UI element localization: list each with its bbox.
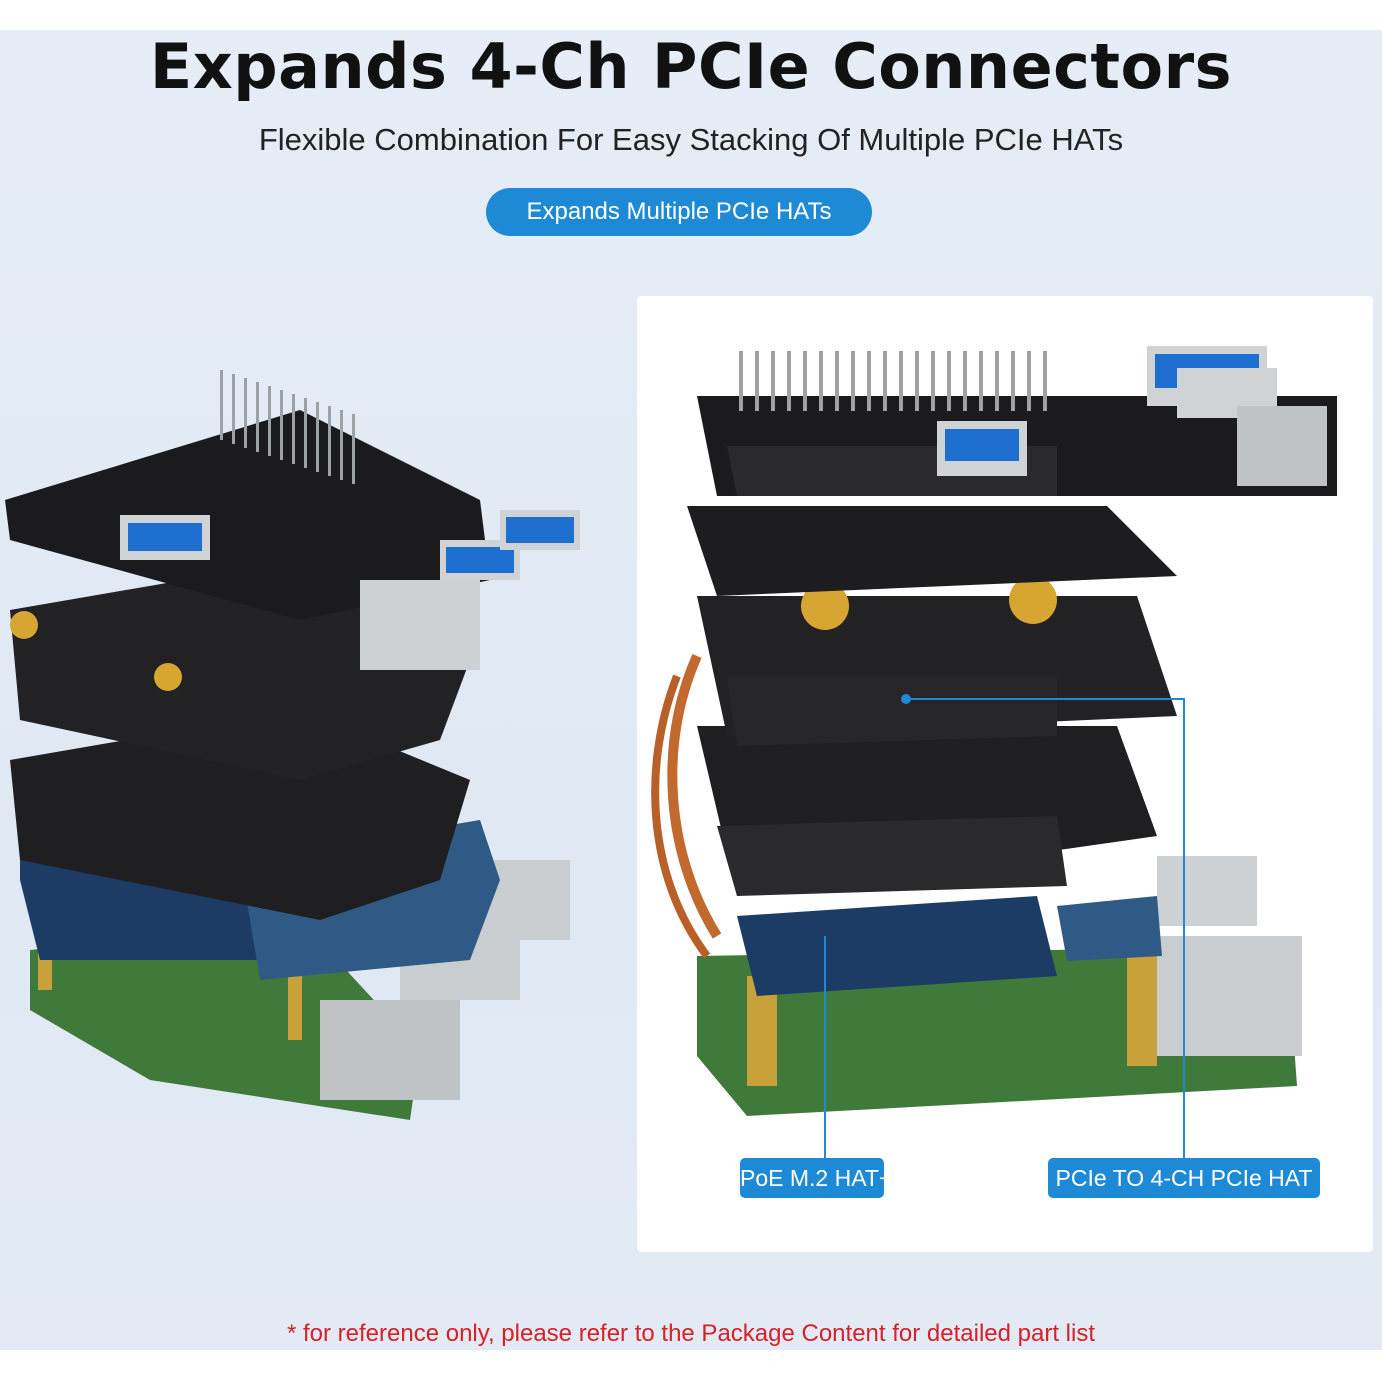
product-stack-photo-left	[5, 370, 580, 1120]
leader-line-pcie-v	[1183, 698, 1185, 1158]
detail-panel: PoE M.2 HAT+ PCIe TO 4-CH PCIe HAT	[637, 296, 1373, 1252]
feature-pill: Expands Multiple PCIe HATs	[486, 188, 872, 236]
page-title: Expands 4-Ch PCIe Connectors	[149, 30, 1233, 103]
callout-poe-m2-hat: PoE M.2 HAT+	[740, 1158, 892, 1198]
leader-line-poe	[824, 936, 826, 1158]
page-subtitle: Flexible Combination For Easy Stacking O…	[258, 122, 1124, 157]
product-stack-photo-right	[651, 346, 1337, 1116]
callout-pcie-4ch-hat: PCIe TO 4-CH PCIe HAT	[1048, 1158, 1320, 1198]
leader-dot	[901, 694, 911, 704]
footnote: * for reference only, please refer to th…	[286, 1320, 1095, 1347]
leader-line-pcie-h	[905, 698, 1185, 700]
